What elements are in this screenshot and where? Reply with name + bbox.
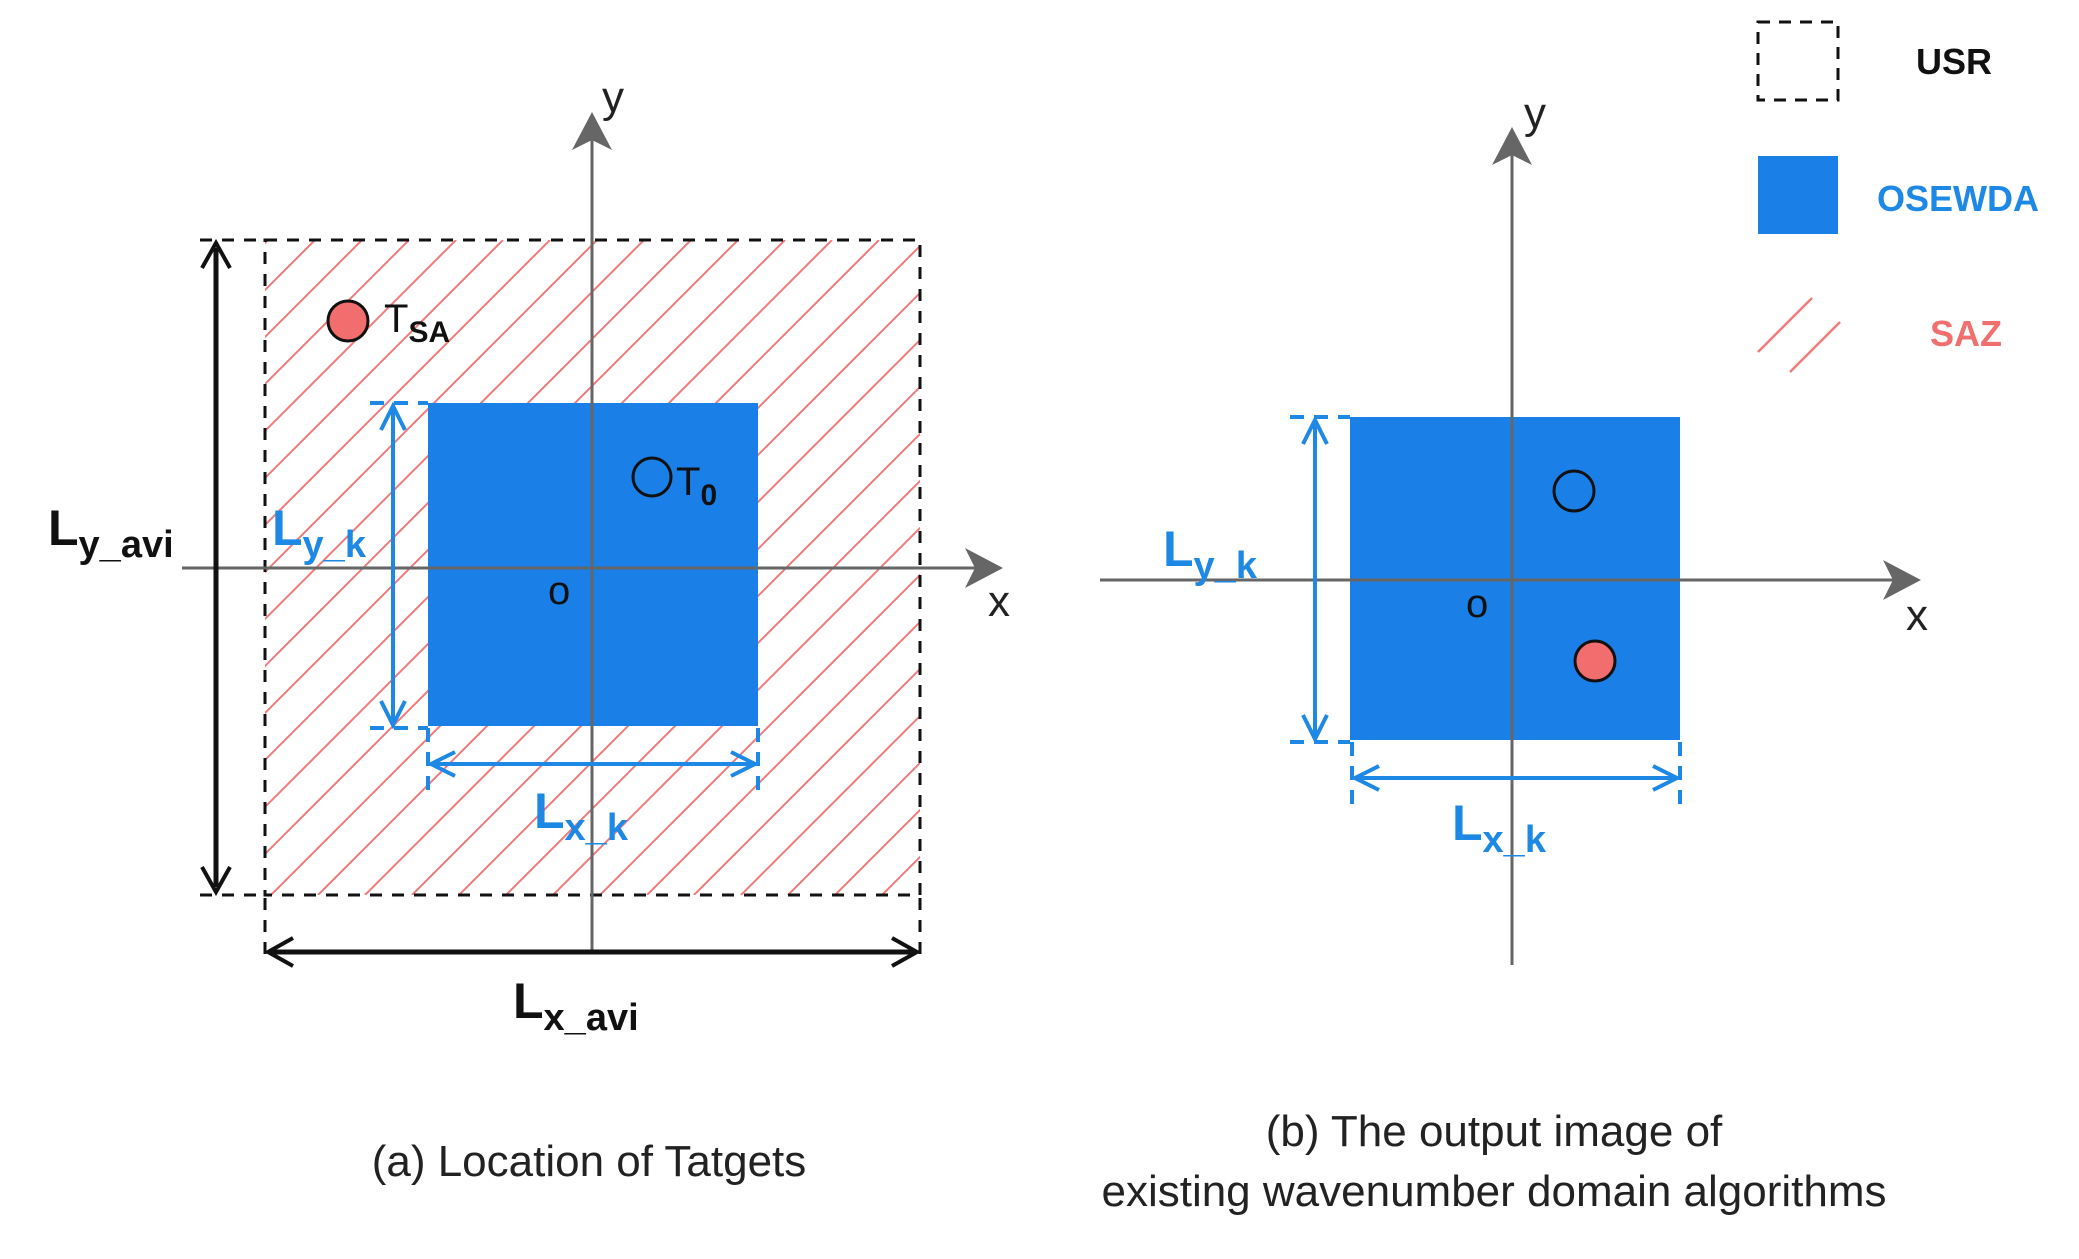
- saz-hatch-line: [0, 240, 174, 895]
- panel-a-caption: (a) Location of Tatgets: [372, 1137, 807, 1186]
- legend-usr-label: USR: [1916, 41, 1992, 82]
- saz-hatch-line: [265, 240, 504, 480]
- lx-avi-arrow-left: [263, 936, 294, 968]
- legend-osewda-label: OSEWDA: [1877, 178, 2039, 219]
- legend-usr-swatch: [1756, 20, 1840, 102]
- target-t0-label: T0: [676, 460, 717, 512]
- ly-k-arrow-bottom: [1301, 714, 1329, 744]
- panel-b-caption-line2: existing wavenumber domain algorithms: [1101, 1167, 1886, 1216]
- ly-k-arrow-bottom: [379, 700, 407, 730]
- saz-hatch-line: [599, 573, 920, 895]
- y-axis-label: y: [602, 73, 624, 122]
- panel-a: x y o TSA T0 Ly_avi Lx_avi: [0, 73, 1010, 1186]
- origin-label: o: [1466, 582, 1488, 626]
- saz-hatch-line: [0, 240, 33, 895]
- saz-hatch-line: [0, 240, 127, 895]
- saz-hatch-line: [0, 240, 80, 895]
- legend-saz-hatch-1: [1757, 297, 1813, 353]
- lx-avi-arrow-right: [891, 936, 922, 968]
- target-t0-marker: [631, 456, 673, 498]
- y-axis-arrowhead: [1492, 127, 1532, 165]
- panel-b: x y o Ly_k Lx_k (b) The output image of …: [1100, 89, 1928, 1216]
- saz-hatch-line: [693, 667, 920, 895]
- ly-k-label: Ly_k: [272, 500, 367, 566]
- x-axis-label: x: [1906, 591, 1928, 640]
- legend-osewda-swatch: [1758, 156, 1838, 234]
- panel-b-caption-line1: (b) The output image of: [1266, 1107, 1723, 1156]
- saz-hatch-line: [265, 240, 457, 433]
- lx-k-arrow-left: [426, 750, 456, 778]
- x-axis-label: x: [988, 577, 1010, 626]
- target-sa-marker: [1573, 639, 1617, 683]
- lx-k-label: Lx_k: [534, 783, 629, 849]
- ly-avi-arrow-bottom: [200, 866, 232, 897]
- lx-k-label: Lx_k: [1452, 795, 1547, 861]
- ly-avi-label: Ly_avi: [48, 500, 174, 566]
- legend: USR OSEWDA SAZ: [1756, 20, 2039, 373]
- ly-avi-arrow-top: [200, 238, 232, 269]
- target-sa-label: TSA: [384, 297, 450, 349]
- target-sa-marker: [326, 299, 370, 343]
- lx-k-arrow-right: [1652, 764, 1682, 792]
- x-axis-arrowhead: [1883, 560, 1921, 600]
- y-axis-arrowhead: [572, 112, 612, 150]
- legend-saz-hatch-2: [1789, 321, 1841, 373]
- saz-hatch-line: [265, 240, 410, 386]
- saz-hatch-line: [265, 240, 551, 527]
- legend-saz-label: SAZ: [1930, 313, 2002, 354]
- lx-k-arrow-right: [730, 750, 760, 778]
- ly-k-arrow-top: [379, 401, 407, 431]
- saz-hatch-line: [787, 761, 920, 895]
- target-t0-marker: [1552, 469, 1596, 513]
- x-axis-arrowhead: [965, 548, 1003, 588]
- ly-k-label: Ly_k: [1163, 521, 1258, 587]
- lx-k-arrow-left: [1350, 764, 1380, 792]
- lx-avi-label: Lx_avi: [513, 973, 639, 1039]
- y-axis-label: y: [1524, 89, 1546, 138]
- saz-hatch-line: [740, 714, 920, 895]
- ly-k-arrow-top: [1301, 415, 1329, 445]
- origin-label: o: [548, 569, 570, 613]
